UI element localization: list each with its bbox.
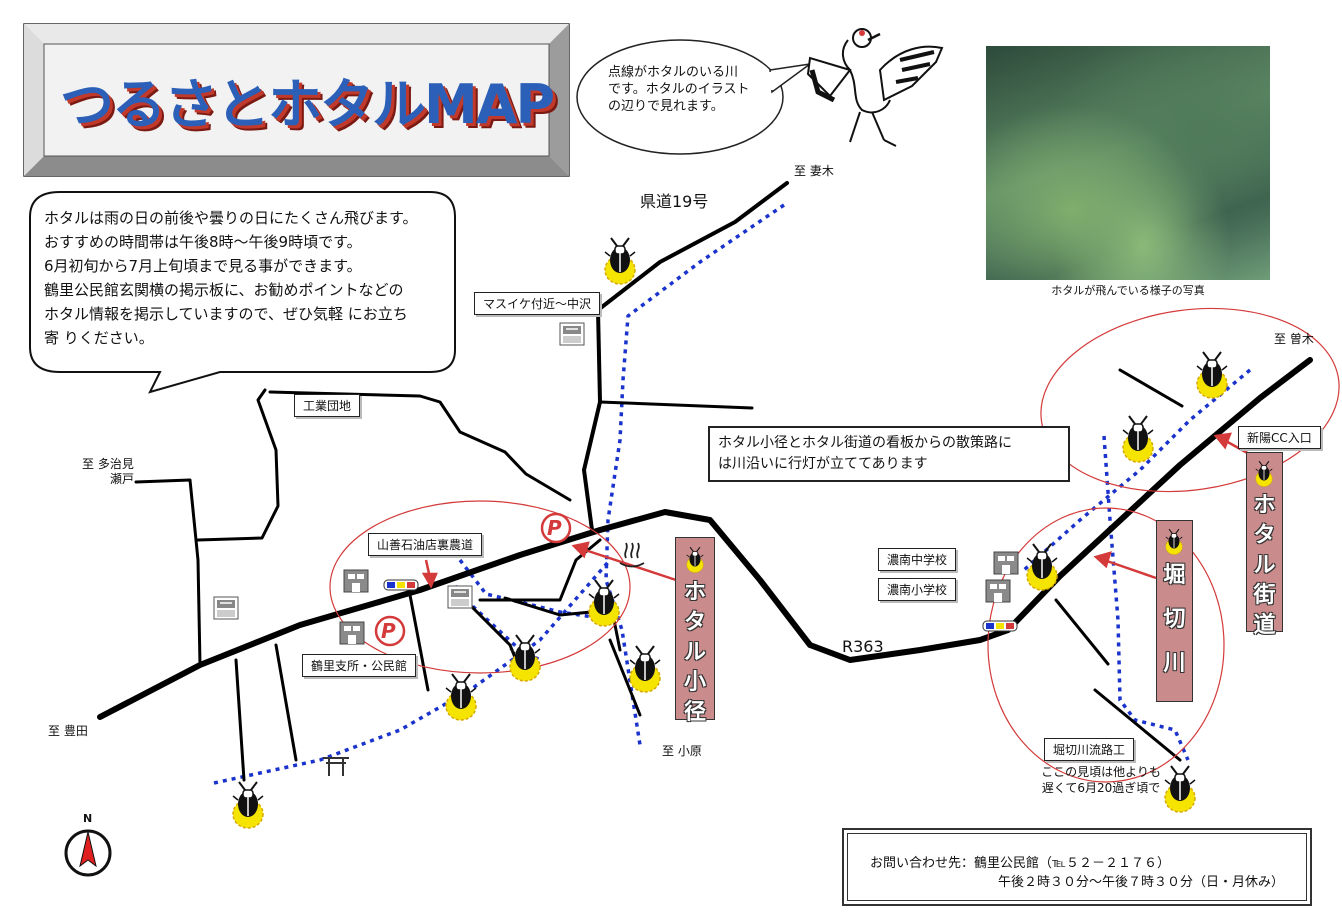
school-icon: [993, 551, 1019, 575]
sign-char: 小: [683, 670, 706, 695]
firefly-photo: [986, 46, 1270, 280]
sign-horikiri-river: 堀 切 川: [1156, 520, 1193, 702]
info-line-3: 6月初旬から7月上旬頃まで見る事ができます。: [44, 257, 362, 275]
parking-label-2: P: [381, 619, 396, 643]
sign-char: ホ: [1253, 493, 1276, 518]
post-office-icon: [213, 596, 239, 620]
horikiri-note: ここの見頃は他よりも 遅くて6月20過ぎ頃で: [1036, 764, 1166, 796]
firefly-icon: [509, 634, 541, 682]
parking-icon: [374, 512, 572, 647]
highlight-circles: [329, 307, 1340, 783]
lantern-icon: [383, 579, 419, 591]
photo-caption: ホタルが飛んでいる様子の写真: [1051, 284, 1205, 297]
compass-north-label: N: [83, 812, 93, 825]
annotation-line-2: は川沿いに行灯が立ててあります: [718, 456, 928, 472]
label-elementary: 濃南小学校: [878, 578, 957, 601]
info-line-2: おすすめの時間帯は午後8時～午後9時頃です。: [44, 233, 362, 251]
label-shinyo-cc: 新陽CC入口: [1238, 426, 1321, 449]
label-tsurusato-branch: 鶴里支所・公民館: [302, 654, 417, 677]
info-line-5: ホタル情報を掲示していますので、ぜひ気軽 にお立ち: [44, 305, 408, 323]
firefly-icon: [1026, 543, 1058, 591]
contact-line-2: 午後２時３０分～午後７時３０分（日・月休み）: [997, 875, 1284, 890]
dest-tajimi: 至 多治見: [82, 457, 134, 471]
parking-label-1: P: [547, 516, 562, 540]
contact-line-1: お問い合わせ先：鶴里公民館（℡５２－２１７６）: [870, 856, 1170, 871]
sign-char: ホ: [683, 580, 706, 605]
sign-char: 径: [683, 700, 706, 725]
sign-char: タ: [1253, 523, 1276, 548]
firefly-icon: [1164, 765, 1196, 813]
info-line-4: 鶴里公民館玄関横の掲示板に、お勧めポイントなどの: [44, 281, 404, 299]
info-line-6: 寄 りください。: [44, 329, 154, 347]
dest-ohara: 至 小原: [662, 744, 702, 758]
sign-hotaru-komichi: ホ タ ル 小 径: [675, 537, 715, 725]
speech-line-3: の辺りで見れます。: [608, 99, 724, 114]
dest-toyota: 至 豊田: [48, 724, 88, 738]
dest-seto: 瀬戸: [110, 472, 135, 486]
firefly-icon: [1196, 351, 1228, 399]
speech-line-1: 点線がホタルのいる川: [608, 65, 739, 80]
label-junior-high: 濃南中学校: [878, 548, 957, 571]
horikiri-note-line-1: ここの見頃は他よりも: [1041, 765, 1161, 779]
sign-char: ル: [1253, 553, 1276, 578]
speech-bubble-text: 点線がホタルのいる川 です。ホタルのイラスト の辺りで見れます。: [608, 64, 749, 115]
sign-char: タ: [683, 610, 706, 635]
speech-bubble: [576, 39, 811, 155]
firefly-icon: [232, 781, 264, 829]
school-icon: [343, 569, 369, 593]
page-title: つるさとホタルMAP: [60, 73, 555, 136]
annotation-line-1: ホタル小径とホタル街道の看板からの散策路に: [718, 435, 1012, 451]
sign-hotaru-kaido: ホ タ ル 街 道: [1246, 452, 1283, 638]
lantern-icon: [982, 620, 1018, 632]
school-icon: [339, 621, 365, 645]
label-masuike: マスイケ付近～中沢: [474, 292, 601, 315]
firefly-icon: [588, 579, 620, 627]
firefly-icon: [604, 237, 636, 285]
post-office-icon: [447, 585, 473, 609]
sign-char: ル: [683, 640, 706, 665]
walkway-annotation: ホタル小径とホタル街道の看板からの散策路に は川沿いに行灯が立ててあります: [708, 426, 1070, 482]
compass-icon: [64, 829, 112, 877]
speech-line-2: です。ホタルのイラスト: [608, 82, 750, 97]
info-line-1: ホタルは雨の日の前後や曇りの日にたくさん飛びます。: [44, 209, 418, 227]
label-yamazen: 山善石油店裏農道: [368, 533, 483, 556]
crane-icon: [806, 28, 944, 147]
info-bubble: [29, 191, 456, 394]
dest-tsumagi: 至 妻木: [794, 164, 834, 178]
sign-char: 道: [1253, 613, 1276, 638]
label-industrial-park: 工業団地: [294, 394, 361, 417]
road-label-prefectural-19: 県道19号: [640, 192, 709, 211]
sign-char: 川: [1163, 651, 1186, 676]
firefly-icon: [629, 645, 661, 693]
sign-char: 切: [1163, 607, 1186, 632]
contact-box: お問い合わせ先：鶴里公民館（℡５２－２１７６） 午後２時３０分～午後７時３０分（…: [842, 828, 1312, 906]
school-icon: [985, 579, 1011, 603]
firefly-icon: [445, 673, 477, 721]
dest-sogi: 至 曽木: [1274, 332, 1314, 346]
sign-char: 堀: [1163, 563, 1186, 588]
hot-spring-icon: [619, 542, 645, 568]
road-label-r363: R363: [842, 637, 884, 656]
horikiri-note-line-2: 遅くて6月20過ぎ頃で: [1041, 781, 1161, 795]
title-plaque: [23, 23, 570, 177]
shrine-gate-icon: [323, 757, 349, 776]
firefly-icon: [1122, 415, 1154, 463]
info-text: ホタルは雨の日の前後や曇りの日にたくさん飛びます。 おすすめの時間帯は午後8時～…: [44, 206, 418, 350]
post-office-icon: [559, 322, 585, 346]
red-arrows: [421, 432, 1261, 589]
sign-char: 街: [1253, 583, 1276, 608]
label-horikiri-channel: 堀切川流路工: [1044, 738, 1135, 761]
